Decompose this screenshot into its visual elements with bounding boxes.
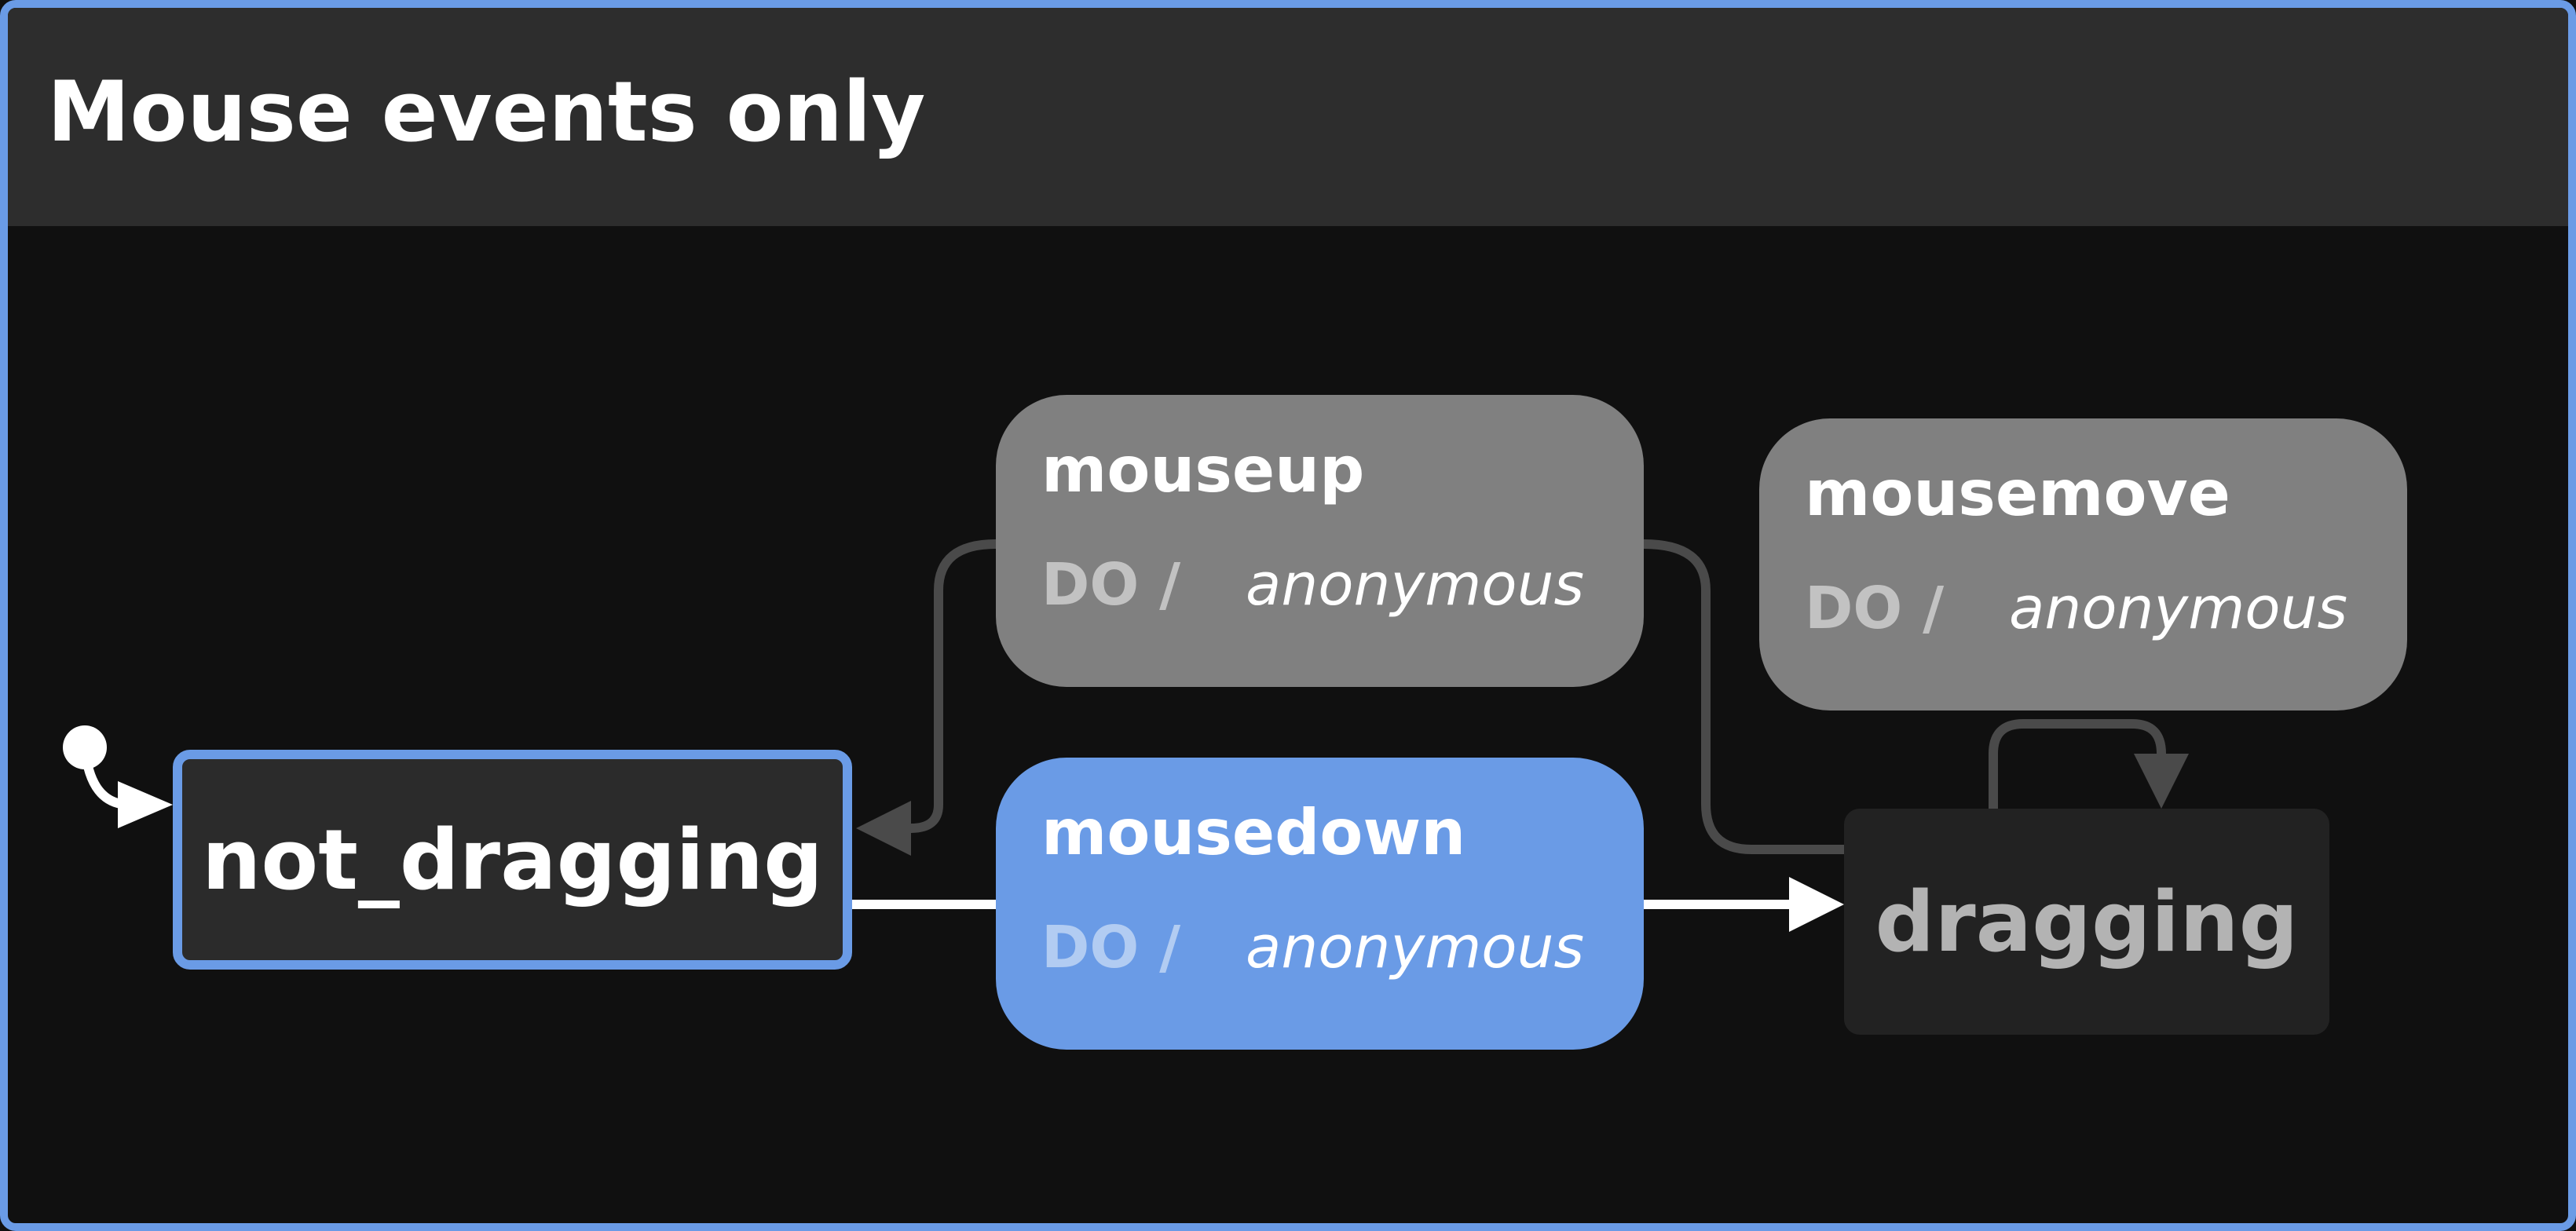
action-name: anonymous (1246, 914, 1585, 981)
action-name: anonymous (1246, 551, 1585, 619)
do-label: DO / (1041, 551, 1181, 619)
machine-title: Mouse events only (47, 64, 926, 160)
edge-mouseup-out (899, 539, 997, 833)
event-mousedown-name: mousedown (1041, 796, 1466, 869)
event-mouseup-action: DO / anonymous (1041, 546, 1644, 640)
event-mousemove-action: DO / anonymous (1805, 569, 2407, 663)
event-mouseup[interactable]: mouseup DO / anonymous (996, 395, 1644, 687)
edge-mousedown-arrowhead (1789, 877, 1844, 932)
event-mousemove-name: mousemove (1805, 457, 2230, 530)
edge-mousemove-arrowhead (2134, 754, 2189, 809)
event-mousedown-action: DO / anonymous (1041, 908, 1644, 1003)
do-label: DO / (1041, 914, 1181, 981)
initial-arrowhead (118, 781, 173, 828)
event-mouseup-name: mouseup (1041, 433, 1365, 506)
event-mousemove[interactable]: mousemove DO / anonymous (1759, 418, 2407, 710)
edge-mouseup-in (1643, 539, 1844, 854)
event-mousedown[interactable]: mousedown DO / anonymous (996, 758, 1644, 1050)
action-name: anonymous (2009, 575, 2348, 642)
machine-header: Mouse events only (8, 8, 2568, 226)
edge-mouseup-arrowhead (856, 801, 911, 856)
state-not-dragging[interactable]: not_dragging (173, 750, 852, 970)
state-dragging[interactable]: dragging (1844, 809, 2329, 1035)
do-label: DO / (1805, 575, 1945, 642)
edge-mousemove-loop (1989, 719, 2166, 809)
